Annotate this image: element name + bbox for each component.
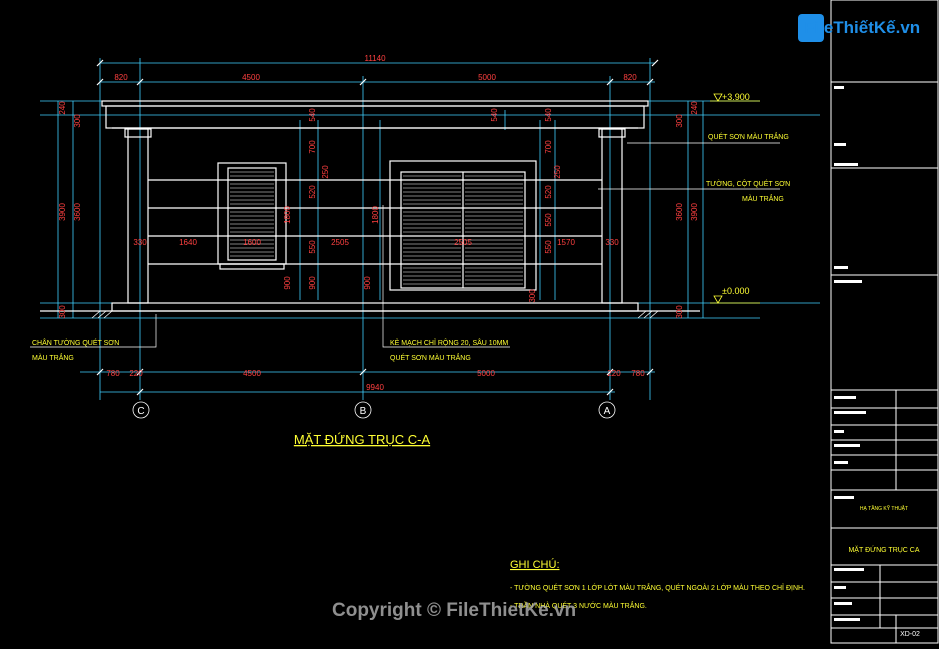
title-block-sheet-title: MẶT ĐỨNG TRỤC CA xyxy=(848,545,919,554)
dim-inner-700b: 700 xyxy=(544,140,553,154)
dim-right-5: 300 xyxy=(675,305,684,319)
level-top-label: +3.900 xyxy=(722,92,750,102)
level-bottom-label: ±0.000 xyxy=(722,286,749,296)
dim-row-1640: 1640 xyxy=(179,238,197,247)
dim-row-1570: 1570 xyxy=(557,238,575,247)
annotation-groove-1: KẺ MẠCH CHỈ RỘNG 20, SÂU 10MM xyxy=(390,338,508,347)
dim-left-5: 300 xyxy=(58,305,67,319)
dim-right-2: 300 xyxy=(675,114,684,128)
large-door-frame xyxy=(389,160,537,291)
roof-fascia xyxy=(105,105,645,129)
title-block-frame xyxy=(830,0,939,644)
dim-top-2: 4500 xyxy=(242,73,260,82)
annotation-groove-2: QUÉT SƠN MÀU TRẮNG xyxy=(390,353,471,362)
dim-top-4: 820 xyxy=(623,73,637,82)
building-outline xyxy=(40,100,700,312)
grid-axis-b: B xyxy=(360,406,367,417)
level-marker-bottom: ±0.000 xyxy=(710,286,760,304)
notes-line-1: - TƯỜNG QUÉT SƠN 1 LỚP LÓT MÀU TRẮNG, QU… xyxy=(510,583,805,592)
dim-inner-900b: 900 xyxy=(283,276,292,290)
dim-row-2505b: 2505 xyxy=(454,238,472,247)
dim-inner-550a: 550 xyxy=(308,240,317,254)
title-block xyxy=(830,0,939,644)
dim-inner-250b: 250 xyxy=(553,165,562,179)
dim-right-3: 3900 xyxy=(690,203,699,221)
annotation-base-1: CHÂN TƯỜNG QUÉT SƠN xyxy=(32,338,119,347)
axis-lines xyxy=(40,58,820,400)
axis-ticks xyxy=(96,59,659,396)
dim-left-4: 3600 xyxy=(73,203,82,221)
dim-inner-700a: 700 xyxy=(308,140,317,154)
small-window-louver xyxy=(227,167,277,261)
dim-inner-550b: 550 xyxy=(544,213,553,227)
annotation-base-2: MÀU TRẮNG xyxy=(32,353,74,362)
title-block-small-labels xyxy=(834,86,866,621)
annotation-paint-white: QUÉT SƠN MÀU TRẮNG xyxy=(708,132,789,141)
grid-axis-bubbles: C B A xyxy=(132,401,616,419)
dim-overall-bottom: 9940 xyxy=(366,383,384,392)
dim-row-2505a: 2505 xyxy=(331,238,349,247)
dim-inner-900a: 900 xyxy=(308,276,317,290)
title-block-project: HẠ TẦNG KỸ THUẬT xyxy=(860,505,908,512)
dim-overall-top: 11140 xyxy=(364,54,386,63)
dim-row-330b: 330 xyxy=(605,238,619,247)
dim-inner-250a: 250 xyxy=(321,165,330,179)
building-base xyxy=(111,302,639,312)
annotation-wall-column-1: TƯỜNG, CỘT QUÉT SƠN xyxy=(706,179,790,188)
dim-bottom-6: 780 xyxy=(631,369,645,378)
dim-bottom-4: 5000 xyxy=(477,369,495,378)
dim-left-3: 3900 xyxy=(58,203,67,221)
dim-right-1: 240 xyxy=(690,101,699,115)
louver-slats xyxy=(230,171,523,285)
dim-inner-540c: 540 xyxy=(544,108,553,122)
watermark-logo: FileThiếtKế.vn xyxy=(804,18,921,37)
notes-block: GHI CHÚ: - TƯỜNG QUÉT SƠN 1 LỚP LÓT MÀU … xyxy=(510,558,805,610)
dim-inner-900c: 900 xyxy=(363,276,372,290)
dim-inner-1800b: 1800 xyxy=(371,206,380,224)
left-column xyxy=(127,128,149,304)
ground-hatch xyxy=(91,310,659,319)
dim-top-3: 5000 xyxy=(478,73,496,82)
notes-heading: GHI CHÚ: xyxy=(510,558,560,571)
dim-inner-540b: 540 xyxy=(490,108,499,122)
dimension-texts: 11140 820 4500 5000 820 780 220 4500 500… xyxy=(58,54,699,392)
dim-bottom-1: 780 xyxy=(106,369,120,378)
dim-inner-520a: 520 xyxy=(308,185,317,199)
dim-row-1600: 1600 xyxy=(243,238,261,247)
dim-inner-1800a: 1800 xyxy=(283,206,292,224)
annotation-wall-column-2: MÀU TRẮNG xyxy=(742,194,784,203)
dim-inner-550c: 550 xyxy=(544,240,553,254)
dim-left-1: 240 xyxy=(58,101,67,115)
grid-axis-a: A xyxy=(604,406,611,417)
level-marker-top: +3.900 xyxy=(710,92,760,102)
dim-bottom-5: 220 xyxy=(607,369,621,378)
dim-row-330a: 330 xyxy=(133,238,147,247)
dim-inner-540a: 540 xyxy=(308,108,317,122)
annotations: QUÉT SƠN MÀU TRẮNG TƯỜNG, CỘT QUÉT SƠN M… xyxy=(32,132,790,362)
roof-cornice-top xyxy=(101,100,649,107)
dim-bottom-2: 220 xyxy=(129,369,143,378)
dim-top-1: 820 xyxy=(114,73,128,82)
drawing-title: MẶT ĐỨNG TRỤC C-A xyxy=(294,432,431,447)
dim-bottom-3: 4500 xyxy=(243,369,261,378)
dim-inner-520b: 520 xyxy=(544,185,553,199)
right-column xyxy=(601,128,623,304)
dim-inner-300: 300 xyxy=(528,289,537,303)
logo-badge-icon xyxy=(798,14,824,42)
notes-line-2: - TRẦN NHÀ QUÉT 3 NƯỚC MÀU TRẮNG. xyxy=(510,600,647,610)
grid-axis-c: C xyxy=(137,406,144,417)
dim-left-2: 300 xyxy=(73,114,82,128)
leader-lines xyxy=(30,142,780,348)
title-block-sheet-number: XD-02 xyxy=(900,631,920,638)
dim-right-4: 3600 xyxy=(675,203,684,221)
watermark-copyright: Copyright © FileThietKe.vn xyxy=(332,600,577,621)
